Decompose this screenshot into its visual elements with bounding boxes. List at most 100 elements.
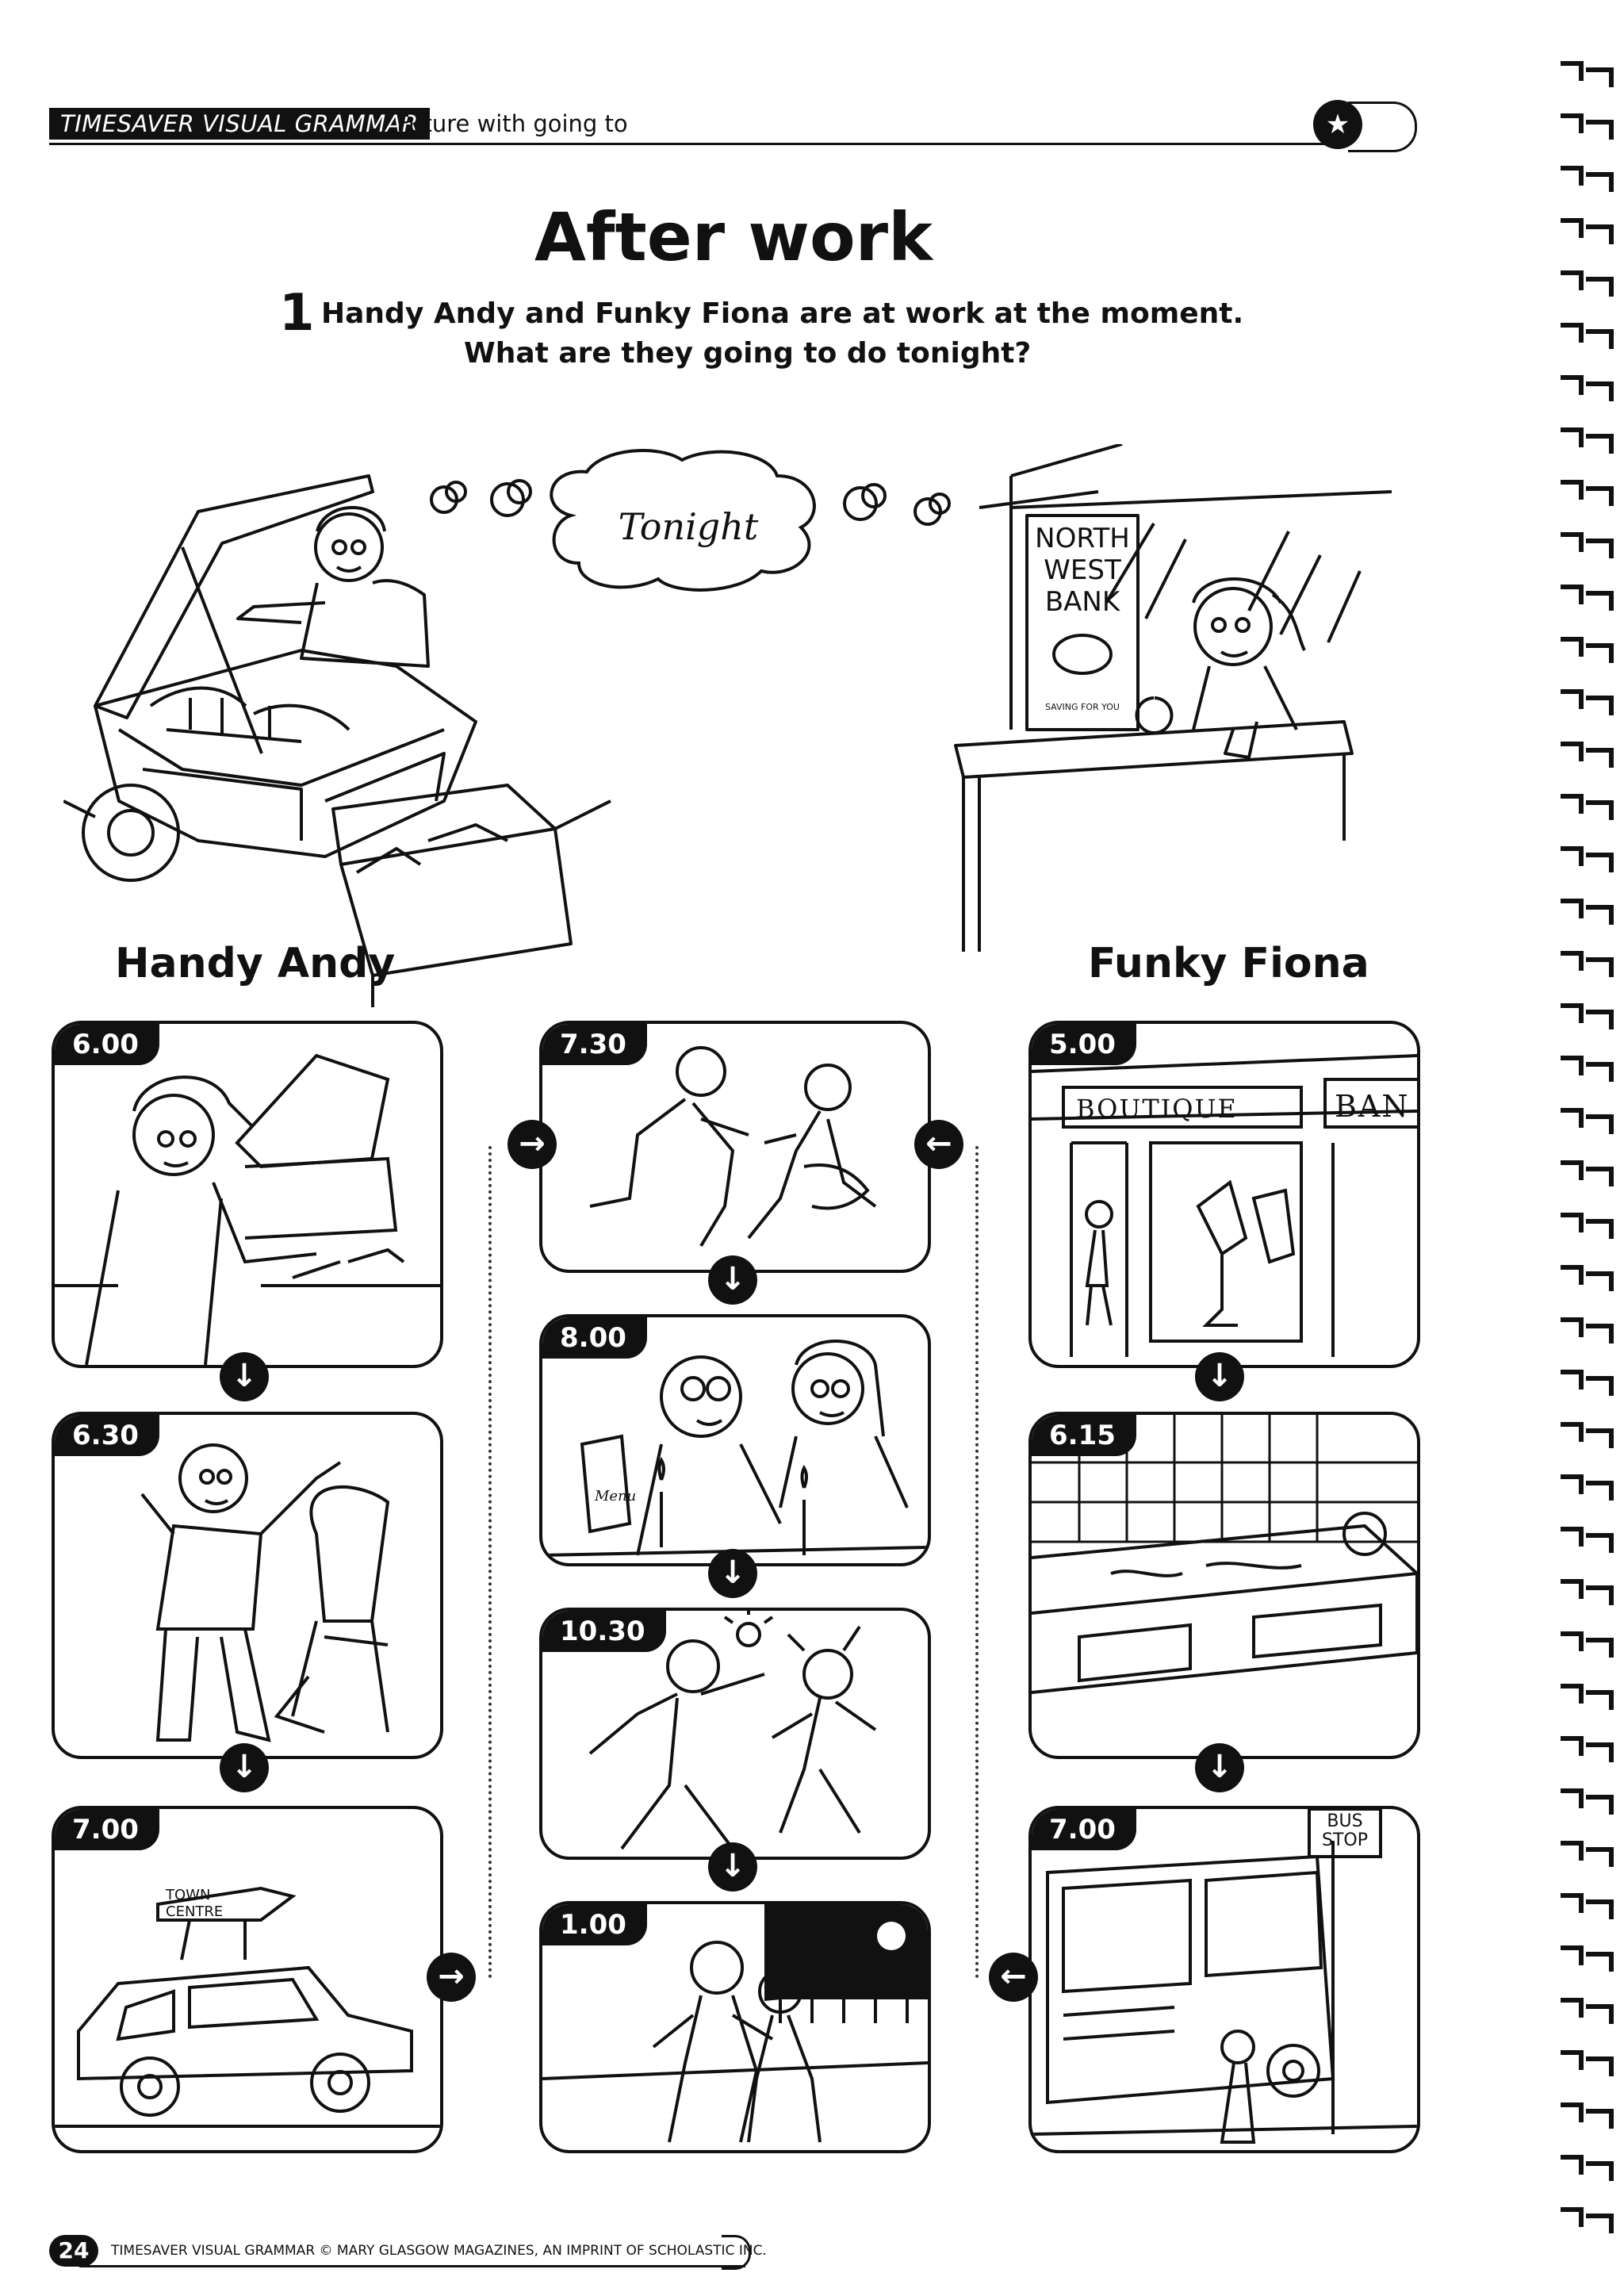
binding-ring bbox=[1561, 1056, 1614, 1082]
fiona-bath-drawing bbox=[1032, 1415, 1417, 1694]
binding-ring bbox=[1561, 2155, 1614, 2181]
fiona-shopping-drawing bbox=[1032, 1054, 1417, 1357]
arrow-right-icon: → bbox=[508, 1120, 557, 1169]
bank-sign-line-3: BANK bbox=[1045, 586, 1121, 618]
page-number: 24 bbox=[49, 2235, 98, 2267]
name-funky-fiona: Funky Fiona bbox=[1088, 940, 1369, 987]
meeting-running-drawing bbox=[589, 1046, 877, 1248]
thought-bubble: Tonight bbox=[430, 449, 951, 592]
binding-ring bbox=[1561, 1579, 1614, 1605]
bank-sign-line-2: WEST bbox=[1044, 554, 1121, 586]
binding-ring bbox=[1561, 951, 1614, 977]
boutique-sign-text: BOUTIQUE bbox=[1076, 1094, 1238, 1124]
binding-ring bbox=[1561, 846, 1614, 872]
bank-sign-small: SAVING FOR YOU bbox=[1045, 702, 1120, 712]
binding-ring bbox=[1561, 1998, 1614, 2024]
binding-ring bbox=[1561, 480, 1614, 506]
panel-time: 7.00 bbox=[1032, 1809, 1136, 1850]
binding-ring bbox=[1561, 270, 1614, 297]
fiona-bus-drawing bbox=[1032, 1809, 1417, 2144]
panel-time: 6.15 bbox=[1032, 1415, 1136, 1456]
binding-ring bbox=[1561, 1213, 1614, 1239]
panel-fiona-2: 6.15 bbox=[1028, 1412, 1420, 1759]
binding-ring bbox=[1561, 899, 1614, 925]
piggy-bank-icon bbox=[1052, 634, 1113, 675]
binding-ring bbox=[1561, 1893, 1614, 1919]
dancing-drawing bbox=[588, 1611, 877, 1850]
binding-ring bbox=[1561, 1684, 1614, 1710]
binding-ring bbox=[1561, 1474, 1614, 1501]
binding-ring bbox=[1561, 1160, 1614, 1186]
binding-ring bbox=[1561, 2050, 1614, 2076]
bank-sign-partial: BAN bbox=[1335, 1089, 1410, 1124]
binding-ring bbox=[1561, 1527, 1614, 1553]
page-title: After work bbox=[534, 198, 933, 276]
andy-car-illustration bbox=[63, 474, 611, 1007]
panel-time: 1.00 bbox=[542, 1904, 647, 1945]
name-handy-andy: Handy Andy bbox=[115, 940, 396, 987]
binding-ring bbox=[1561, 2207, 1614, 2233]
fiona-bank-illustration: NORTH WEST BANK SAVING FOR YOU bbox=[954, 444, 1392, 952]
panel-fiona-1: BOUTIQUE BAN 5.00 bbox=[1028, 1021, 1420, 1368]
panel-time: 7.30 bbox=[542, 1024, 647, 1065]
binding-ring bbox=[1561, 427, 1614, 454]
footer-cap bbox=[722, 2235, 751, 2270]
header-rule bbox=[49, 143, 1326, 145]
binding-ring bbox=[1561, 113, 1614, 140]
connector-left bbox=[488, 1146, 492, 1979]
panel-together-3: 10.30 bbox=[539, 1608, 931, 1860]
panel-time: 5.00 bbox=[1032, 1024, 1136, 1065]
binding-ring bbox=[1561, 1841, 1614, 1867]
binding-ring bbox=[1561, 532, 1614, 558]
question-number: 1 bbox=[279, 284, 315, 343]
arrow-down-icon: ↓ bbox=[1195, 1352, 1244, 1401]
binding-ring bbox=[1561, 1108, 1614, 1134]
connector-right bbox=[975, 1146, 979, 1979]
arrow-down-icon: ↓ bbox=[220, 1743, 269, 1792]
binding-ring bbox=[1561, 375, 1614, 401]
binding-ring bbox=[1561, 1317, 1614, 1343]
binding-ring bbox=[1561, 742, 1614, 768]
panel-time: 7.00 bbox=[55, 1809, 159, 1850]
binding-ring bbox=[1561, 1736, 1614, 1762]
panel-time: 8.00 bbox=[542, 1317, 647, 1359]
binding-ring bbox=[1561, 1003, 1614, 1029]
arrow-down-icon: ↓ bbox=[708, 1255, 757, 1305]
binding-ring bbox=[1561, 585, 1614, 611]
walking-home-night-drawing bbox=[542, 1904, 928, 2143]
binding-ring bbox=[1561, 166, 1614, 192]
thought-bubble-text: Tonight bbox=[619, 505, 759, 548]
binding-ring bbox=[1561, 1265, 1614, 1291]
andy-leaving-garage-drawing bbox=[55, 1053, 440, 1365]
panel-time: 6.30 bbox=[55, 1415, 159, 1456]
menu-text: Menu bbox=[595, 1488, 637, 1504]
star-icon: ★ bbox=[1313, 100, 1362, 149]
binding-ring bbox=[1561, 61, 1614, 87]
andy-driving-to-town-drawing bbox=[55, 1886, 440, 2128]
binding-ring bbox=[1561, 323, 1614, 349]
arrow-right-icon: → bbox=[427, 1953, 476, 2002]
footer-rule bbox=[79, 2265, 745, 2267]
andy-changing-clothes-drawing bbox=[140, 1443, 390, 1742]
binding-ring bbox=[1561, 2102, 1614, 2129]
binding-ring bbox=[1561, 689, 1614, 715]
footer-copyright: TIMESAVER VISUAL GRAMMAR © MARY GLASGOW … bbox=[111, 2243, 767, 2259]
binding-ring bbox=[1561, 1945, 1614, 1972]
arrow-left-icon: ← bbox=[989, 1953, 1038, 2002]
arrow-down-icon: ↓ bbox=[220, 1352, 269, 1401]
panel-time: 10.30 bbox=[542, 1611, 666, 1652]
spiral-binding bbox=[1561, 61, 1614, 2233]
binding-ring bbox=[1561, 1631, 1614, 1658]
binding-ring bbox=[1561, 794, 1614, 820]
question-line-2: What are they going to do tonight? bbox=[464, 337, 1032, 370]
panel-together-2: Menu 8.00 bbox=[539, 1314, 931, 1566]
binding-ring bbox=[1561, 1788, 1614, 1815]
topic-label: Future with going to bbox=[396, 110, 628, 137]
panel-andy-1: 6.00 bbox=[52, 1021, 443, 1368]
panel-time: 6.00 bbox=[55, 1024, 159, 1065]
arrow-down-icon: ↓ bbox=[708, 1549, 757, 1598]
panel-together-4: 1.00 bbox=[539, 1901, 931, 2153]
